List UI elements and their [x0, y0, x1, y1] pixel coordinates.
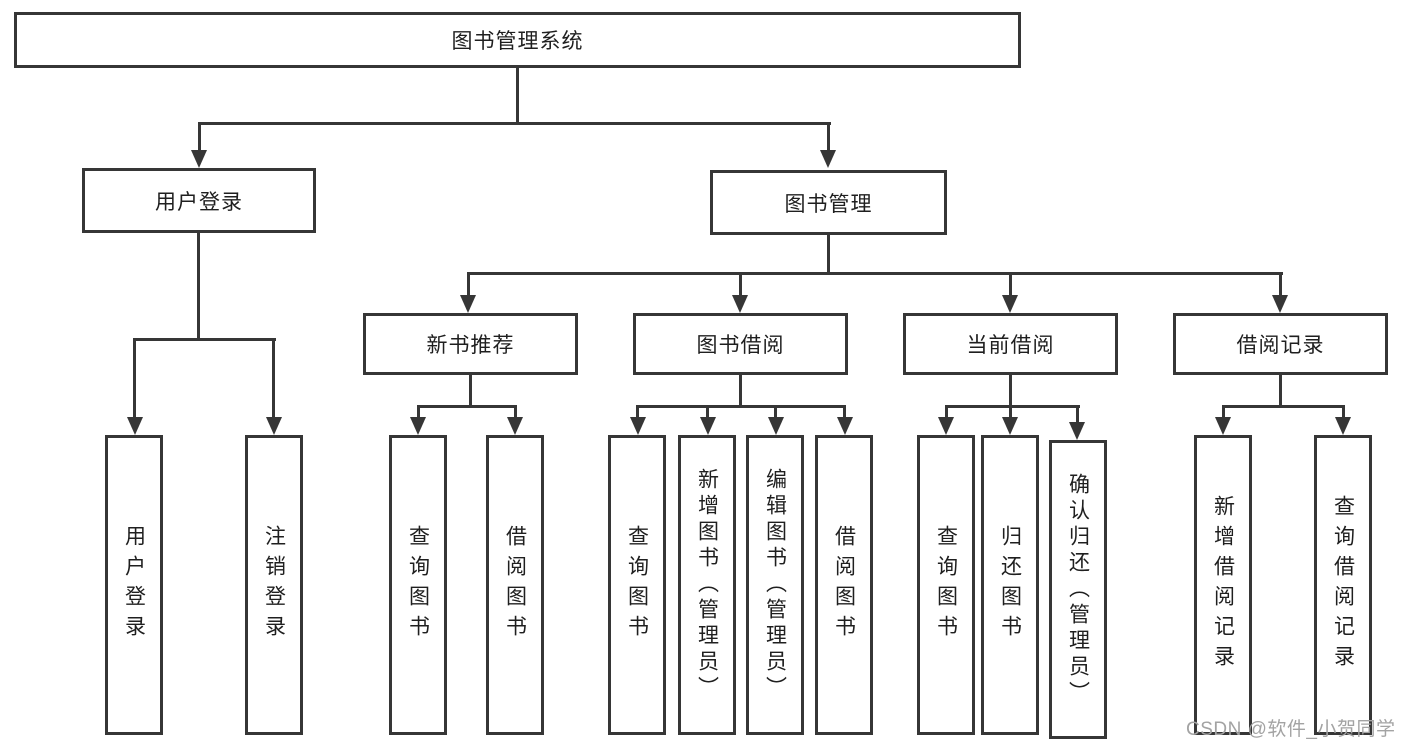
- arrow-down-icon: [630, 417, 646, 435]
- leaf-label: 查询图书: [934, 525, 958, 645]
- leaf-bb-edit-books-admin: 编辑图书（管理员）: [746, 435, 804, 735]
- connector-arrow-stem: [636, 408, 639, 419]
- leaf-rec-query-books: 查询图书: [389, 435, 447, 735]
- arrow-down-icon: [410, 417, 426, 435]
- leaf-cb-query-books: 查询图书: [917, 435, 975, 735]
- connector-arrow-stem: [827, 125, 830, 153]
- node-label: 图书借阅: [696, 334, 785, 357]
- node-label: 新书推荐: [426, 334, 515, 357]
- leaf-label: 新增借阅记录: [1211, 495, 1235, 675]
- leaf-label: 归还图书: [998, 525, 1022, 645]
- connector-arrow-stem: [1009, 275, 1012, 297]
- leaf-br-query-record: 查询借阅记录: [1314, 435, 1372, 735]
- leaf-label: 注销登录: [262, 525, 286, 645]
- leaf-label: 新增图书（管理员）: [695, 468, 719, 702]
- connector-current-borrow-rail: [945, 405, 1080, 408]
- connector-level3-rail: [467, 272, 1283, 275]
- leaf-bb-add-books-admin: 新增图书（管理员）: [678, 435, 736, 735]
- leaf-label: 查询图书: [625, 525, 649, 645]
- leaf-label: 查询图书: [406, 525, 430, 645]
- connector-arrow-stem: [1076, 408, 1079, 424]
- arrow-down-icon: [1002, 417, 1018, 435]
- connector-arrow-stem: [198, 125, 201, 153]
- node-new-book-recommend: 新书推荐: [363, 313, 578, 375]
- arrow-down-icon: [191, 150, 207, 168]
- node-borrowing-records: 借阅记录: [1173, 313, 1388, 375]
- connector-arrow-stem: [774, 408, 777, 419]
- connector-arrow-stem: [272, 341, 275, 418]
- node-label: 借阅记录: [1236, 334, 1325, 357]
- csdn-watermark: CSDN @软件_小贺同学: [1186, 719, 1396, 740]
- leaf-logout: 注销登录: [245, 435, 303, 735]
- connector-arrow-stem: [467, 275, 470, 297]
- arrow-down-icon: [1069, 422, 1085, 440]
- leaf-label: 确认归还（管理员）: [1066, 472, 1090, 707]
- leaf-user-login: 用户登录: [105, 435, 163, 735]
- arrow-down-icon: [1215, 417, 1231, 435]
- leaf-label: 用户登录: [122, 525, 146, 645]
- connector-book-borrow-stem: [739, 375, 742, 407]
- connector-arrow-stem: [706, 408, 709, 419]
- arrow-down-icon: [837, 417, 853, 435]
- node-label: 图书管理: [784, 192, 873, 216]
- connector-arrow-stem: [1342, 408, 1345, 419]
- connector-level2-rail: [198, 122, 831, 125]
- node-current-borrowing: 当前借阅: [903, 313, 1118, 375]
- leaf-bb-borrow-books: 借阅图书: [815, 435, 873, 735]
- connector-arrow-stem: [739, 275, 742, 297]
- leaf-cb-confirm-return-admin: 确认归还（管理员）: [1049, 440, 1107, 739]
- node-label: 图书管理系统: [451, 30, 584, 53]
- connector-borrow-records-stem: [1279, 375, 1282, 407]
- connector-borrow-records-rail: [1222, 405, 1345, 408]
- connector-arrow-stem: [945, 408, 948, 419]
- leaf-bb-query-books: 查询图书: [608, 435, 666, 735]
- arrow-down-icon: [700, 417, 716, 435]
- arrow-down-icon: [507, 417, 523, 435]
- leaf-rec-borrow-books: 借阅图书: [486, 435, 544, 735]
- connector-arrow-stem: [1009, 408, 1012, 419]
- leaf-label: 借阅图书: [503, 525, 527, 645]
- arrow-down-icon: [460, 295, 476, 313]
- leaf-label: 编辑图书（管理员）: [763, 468, 787, 702]
- connector-new-rec-stem: [469, 375, 472, 407]
- arrow-down-icon: [768, 417, 784, 435]
- node-book-management: 图书管理: [710, 170, 947, 235]
- arrow-down-icon: [266, 417, 282, 435]
- connector-current-borrow-stem: [1009, 375, 1012, 407]
- arrow-down-icon: [938, 417, 954, 435]
- connector-arrow-stem: [1279, 275, 1282, 297]
- connector-book-borrow-rail: [636, 405, 846, 408]
- connector-new-rec-rail: [417, 405, 517, 408]
- connector-arrow-stem: [1222, 408, 1225, 419]
- arrow-down-icon: [732, 295, 748, 313]
- arrow-down-icon: [1002, 295, 1018, 313]
- arrow-down-icon: [820, 150, 836, 168]
- arrow-down-icon: [127, 417, 143, 435]
- arrow-down-icon: [1335, 417, 1351, 435]
- node-label: 用户登录: [155, 190, 243, 214]
- connector-arrow-stem: [843, 408, 846, 419]
- connector-arrow-stem: [133, 341, 136, 418]
- connector-arrow-stem: [417, 408, 420, 419]
- node-label: 当前借阅: [966, 334, 1055, 357]
- node-root-library-system: 图书管理系统: [14, 12, 1021, 68]
- leaf-label: 借阅图书: [832, 525, 856, 645]
- connector-user-login-rail: [133, 338, 276, 341]
- node-book-borrowing: 图书借阅: [633, 313, 848, 375]
- arrow-down-icon: [1272, 295, 1288, 313]
- connector-user-login-stem: [197, 232, 200, 338]
- connector-arrow-stem: [514, 408, 517, 419]
- connector-book-mgmt-stem: [827, 234, 830, 274]
- leaf-label: 查询借阅记录: [1331, 495, 1355, 675]
- connector-root-stem: [516, 68, 519, 124]
- node-user-login: 用户登录: [82, 168, 316, 233]
- leaf-cb-return-books: 归还图书: [981, 435, 1039, 735]
- leaf-br-add-record: 新增借阅记录: [1194, 435, 1252, 735]
